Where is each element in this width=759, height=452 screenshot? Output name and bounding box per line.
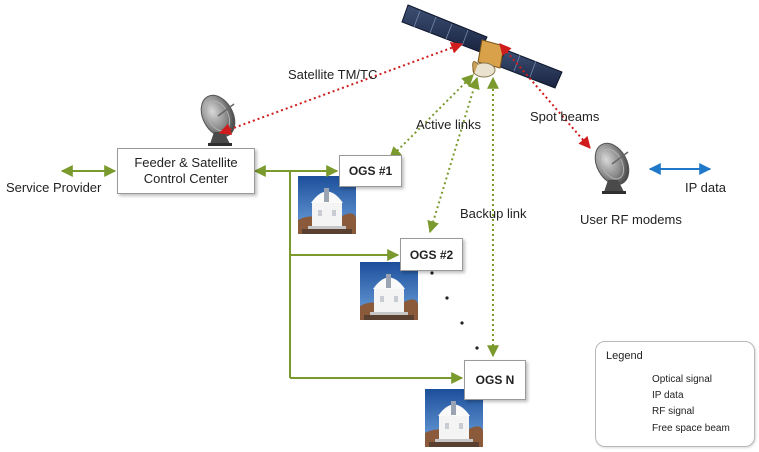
legend-item-free-space: Free space beam xyxy=(652,423,730,434)
legend-item-optical: Optical signal xyxy=(652,374,713,385)
control-center-line2: Control Center xyxy=(143,171,229,186)
ogs2-box: OGS #2 xyxy=(400,238,463,271)
active-link-ogs2 xyxy=(427,76,480,234)
ogsn-box: OGS N xyxy=(464,360,526,400)
control-center-line1: Feeder & Satellite xyxy=(134,155,238,170)
ogs1-box: OGS #1 xyxy=(339,155,402,187)
ellipsis-dots xyxy=(430,271,479,350)
legend-item-rf: RF signal xyxy=(652,406,695,417)
control-center-box: Feeder & Satellite Control Center xyxy=(117,148,255,194)
legend-item-ip: IP data xyxy=(652,390,684,401)
service-provider-label: Service Provider xyxy=(6,180,102,195)
active-links-label: Active links xyxy=(416,117,482,132)
ip-data-label: IP data xyxy=(685,180,726,195)
legend-box: Legend Optical signal IP data RF signal … xyxy=(595,341,755,447)
spot-beams-label: Spot beams xyxy=(530,109,600,124)
ogsn-label: OGS N xyxy=(475,373,515,387)
satellite-icon xyxy=(401,4,563,89)
legend-title: Legend xyxy=(606,350,643,362)
backup-link-label: Backup link xyxy=(460,206,527,221)
ogs2-label: OGS #2 xyxy=(409,247,454,262)
dish-antenna-icon xyxy=(587,136,637,195)
ogs1-label: OGS #1 xyxy=(348,164,393,178)
user-rf-modems-label: User RF modems xyxy=(580,212,682,227)
satellite-tmtc-label: Satellite TM/TC xyxy=(288,67,378,82)
dish-antenna-icon xyxy=(193,88,243,147)
rf-link-spot-beams xyxy=(499,43,591,149)
